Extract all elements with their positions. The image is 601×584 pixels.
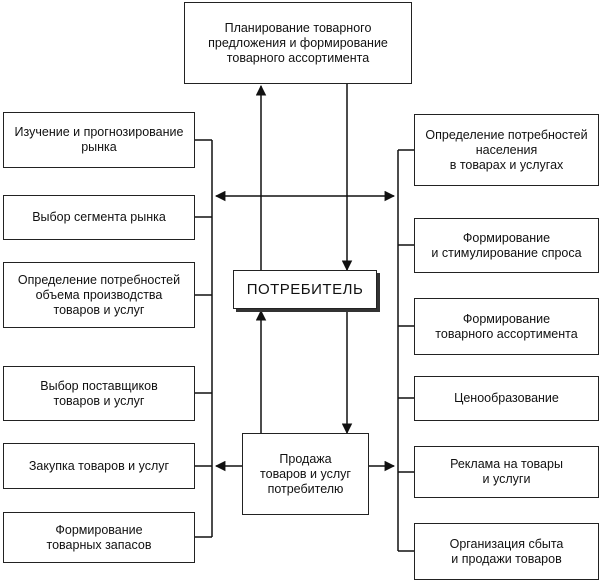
- right-box-assortment: Формирование товарного ассортимента: [414, 298, 599, 355]
- consumer-box: ПОТРЕБИТЕЛЬ: [233, 270, 377, 309]
- top-planning-box: Планирование товарного предложения и фор…: [184, 2, 412, 84]
- right-box-pricing: Ценообразование: [414, 376, 599, 421]
- left-box-suppliers: Выбор поставщиков товаров и услуг: [3, 366, 195, 421]
- right-box-demand: Формирование и стимулирование спроса: [414, 218, 599, 273]
- left-box-segment: Выбор сегмента рынка: [3, 195, 195, 240]
- right-box-advertising: Реклама на товары и услуги: [414, 446, 599, 498]
- left-box-purchasing: Закупка товаров и услуг: [3, 443, 195, 489]
- sales-box: Продажа товаров и услуг потребителю: [242, 433, 369, 515]
- right-box-population-needs: Определение потребностей населения в тов…: [414, 114, 599, 186]
- left-box-market-research: Изучение и прогнозирование рынка: [3, 112, 195, 168]
- left-box-production-needs: Определение потребностей объема производ…: [3, 262, 195, 328]
- left-box-stock: Формирование товарных запасов: [3, 512, 195, 563]
- right-box-sales-organization: Организация сбыта и продажи товаров: [414, 523, 599, 580]
